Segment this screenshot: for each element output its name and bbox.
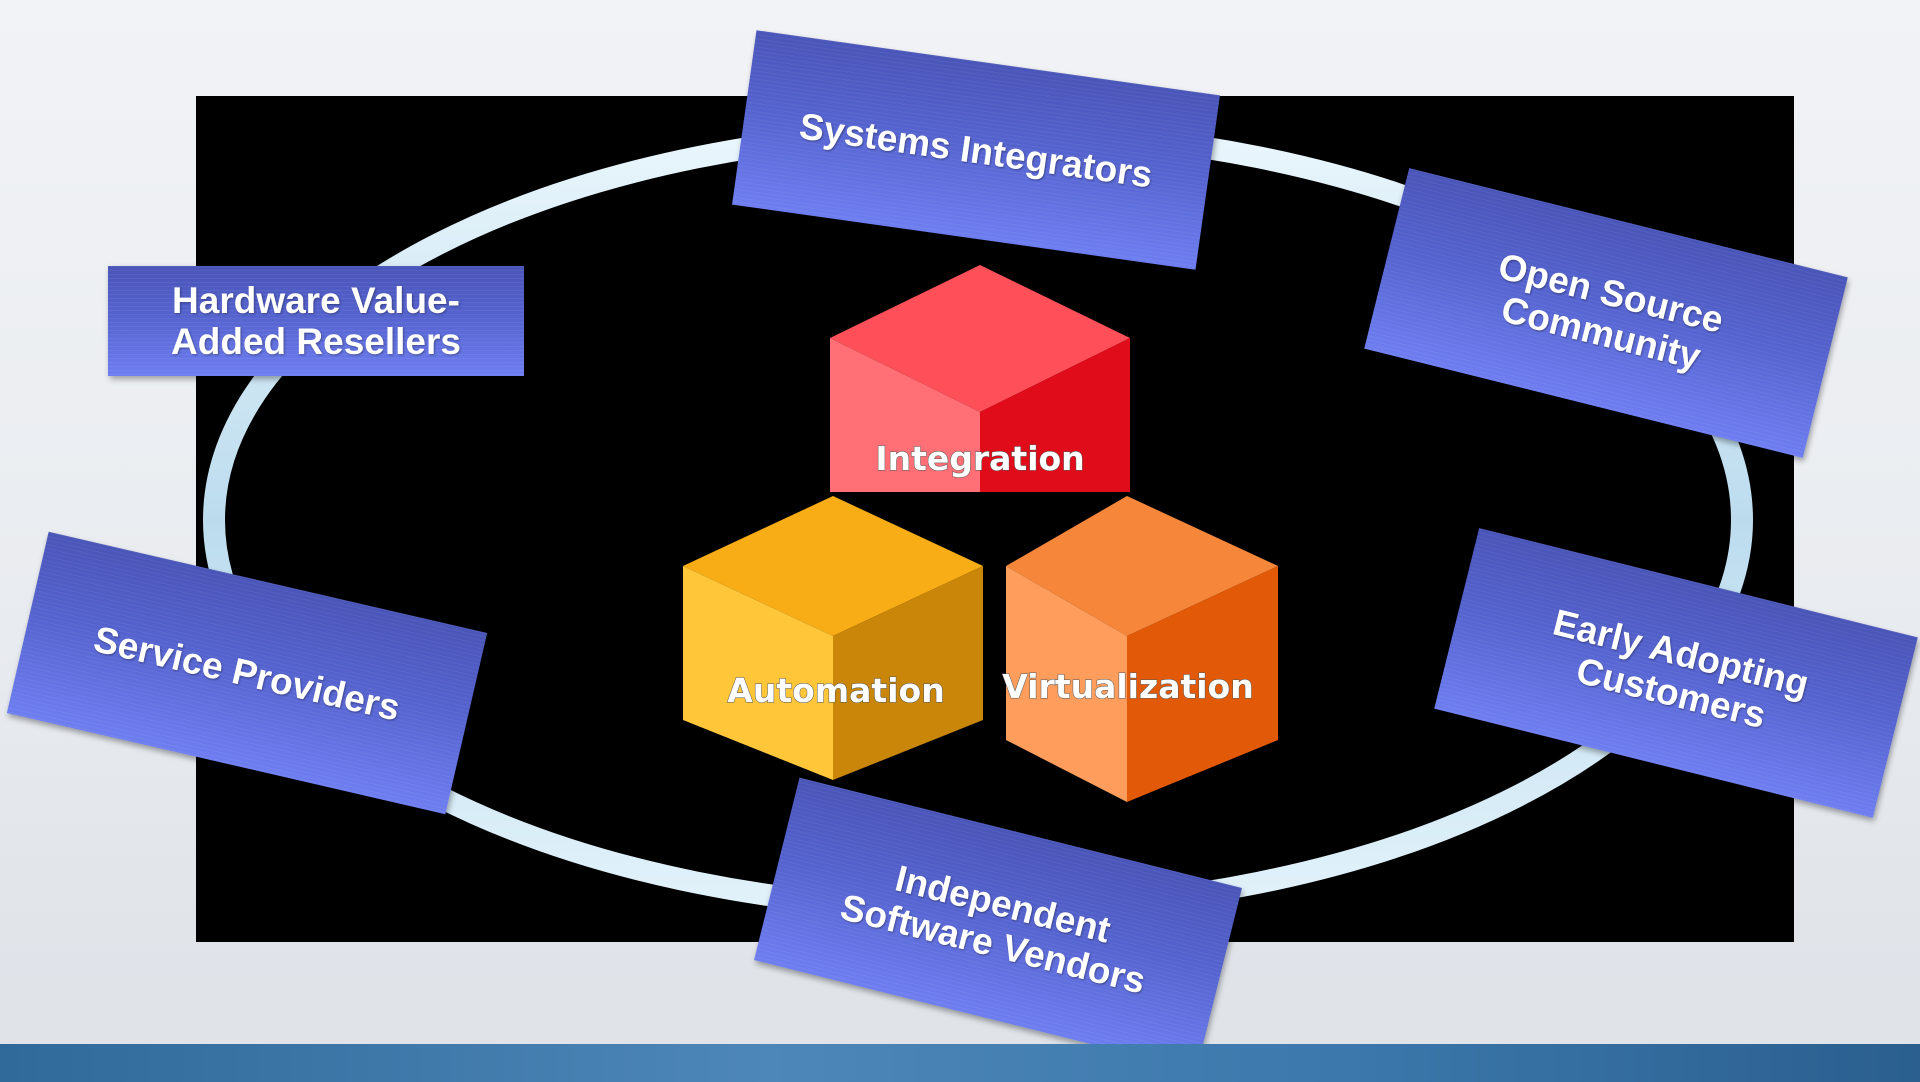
automation-cube: Automation xyxy=(683,496,983,780)
automation-label: Automation xyxy=(727,671,944,710)
hardware-value-added-resellers-tag: Hardware Value- Added Resellers xyxy=(108,266,524,376)
service-providers-label: Service Providers xyxy=(90,617,404,729)
independent-software-vendors-label: Independent Software Vendors xyxy=(836,857,1150,1002)
hardware-value-added-resellers-label: Hardware Value- Added Resellers xyxy=(171,280,461,362)
virtualization-cube: Virtualization xyxy=(1002,496,1278,802)
systems-integrators-label: Systems Integrators xyxy=(797,104,1155,196)
bottom-bar xyxy=(0,1044,1920,1082)
integration-label: Integration xyxy=(875,439,1084,478)
integration-cube: Integration xyxy=(830,265,1130,492)
open-source-community-label: Open Source Community xyxy=(1494,245,1728,378)
early-adopting-customers-label: Early Adopting Customers xyxy=(1549,601,1813,737)
virtualization-label: Virtualization xyxy=(1002,667,1253,706)
